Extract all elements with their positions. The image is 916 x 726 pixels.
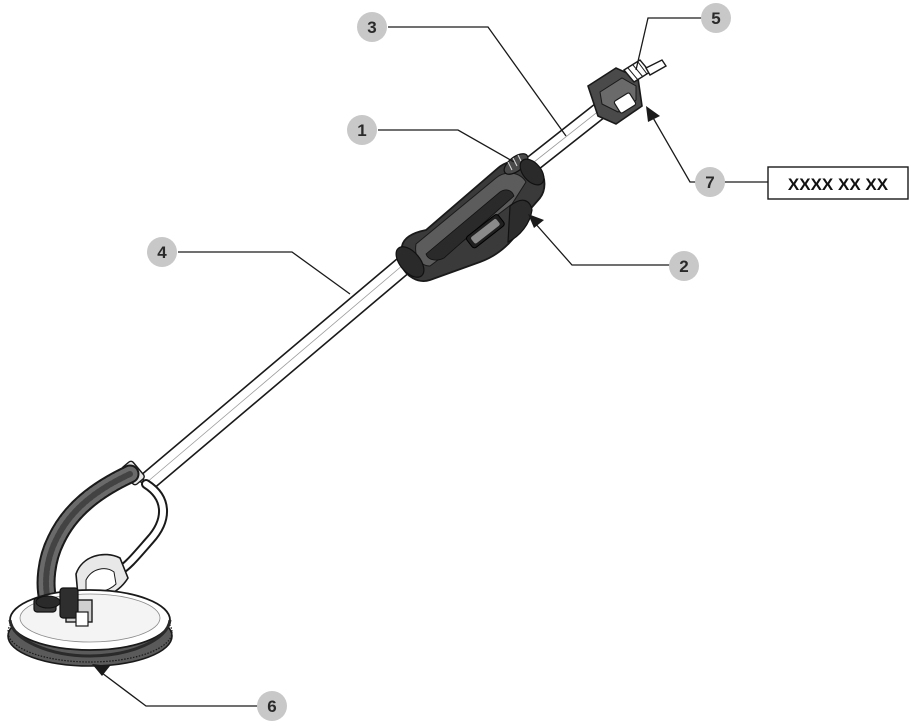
callout-6-label: 6 [267,697,276,716]
dust-hose [36,464,140,610]
handle-body [395,153,546,282]
code-label-box: XXXX XX XX [767,166,909,200]
arrow-head-6 [92,664,110,676]
end-cap-connector [587,59,668,125]
arrow-head-2 [528,214,544,228]
head-arm [75,479,168,600]
callout-7: 7 [695,167,725,197]
callout-5: 5 [701,3,731,33]
callout-1: 1 [347,115,377,145]
code-label-text: XXXX XX XX [788,175,889,194]
callout-3-label: 3 [367,18,376,37]
leader-line-6 [97,669,258,707]
arrow-heads [92,106,660,676]
callout-4: 4 [147,237,177,267]
arrow-head-7 [646,106,660,122]
leader-lines [97,17,768,707]
callout-2: 2 [669,251,699,281]
leader-line-4 [178,251,351,295]
callout-4-label: 4 [157,243,167,262]
leader-line-2 [533,221,670,266]
leader-line-3 [388,26,567,137]
callout-2-label: 2 [679,257,688,276]
callout-3: 3 [357,12,387,42]
callout-7-label: 7 [705,173,714,192]
callout-5-label: 5 [711,9,720,28]
callout-6: 6 [257,691,287,721]
extension-tube [121,251,419,492]
tool-illustration [7,59,668,667]
callout-1-label: 1 [357,121,366,140]
leader-line-1 [378,129,515,163]
sanding-head [7,587,173,667]
leader-line-5 [635,17,702,71]
